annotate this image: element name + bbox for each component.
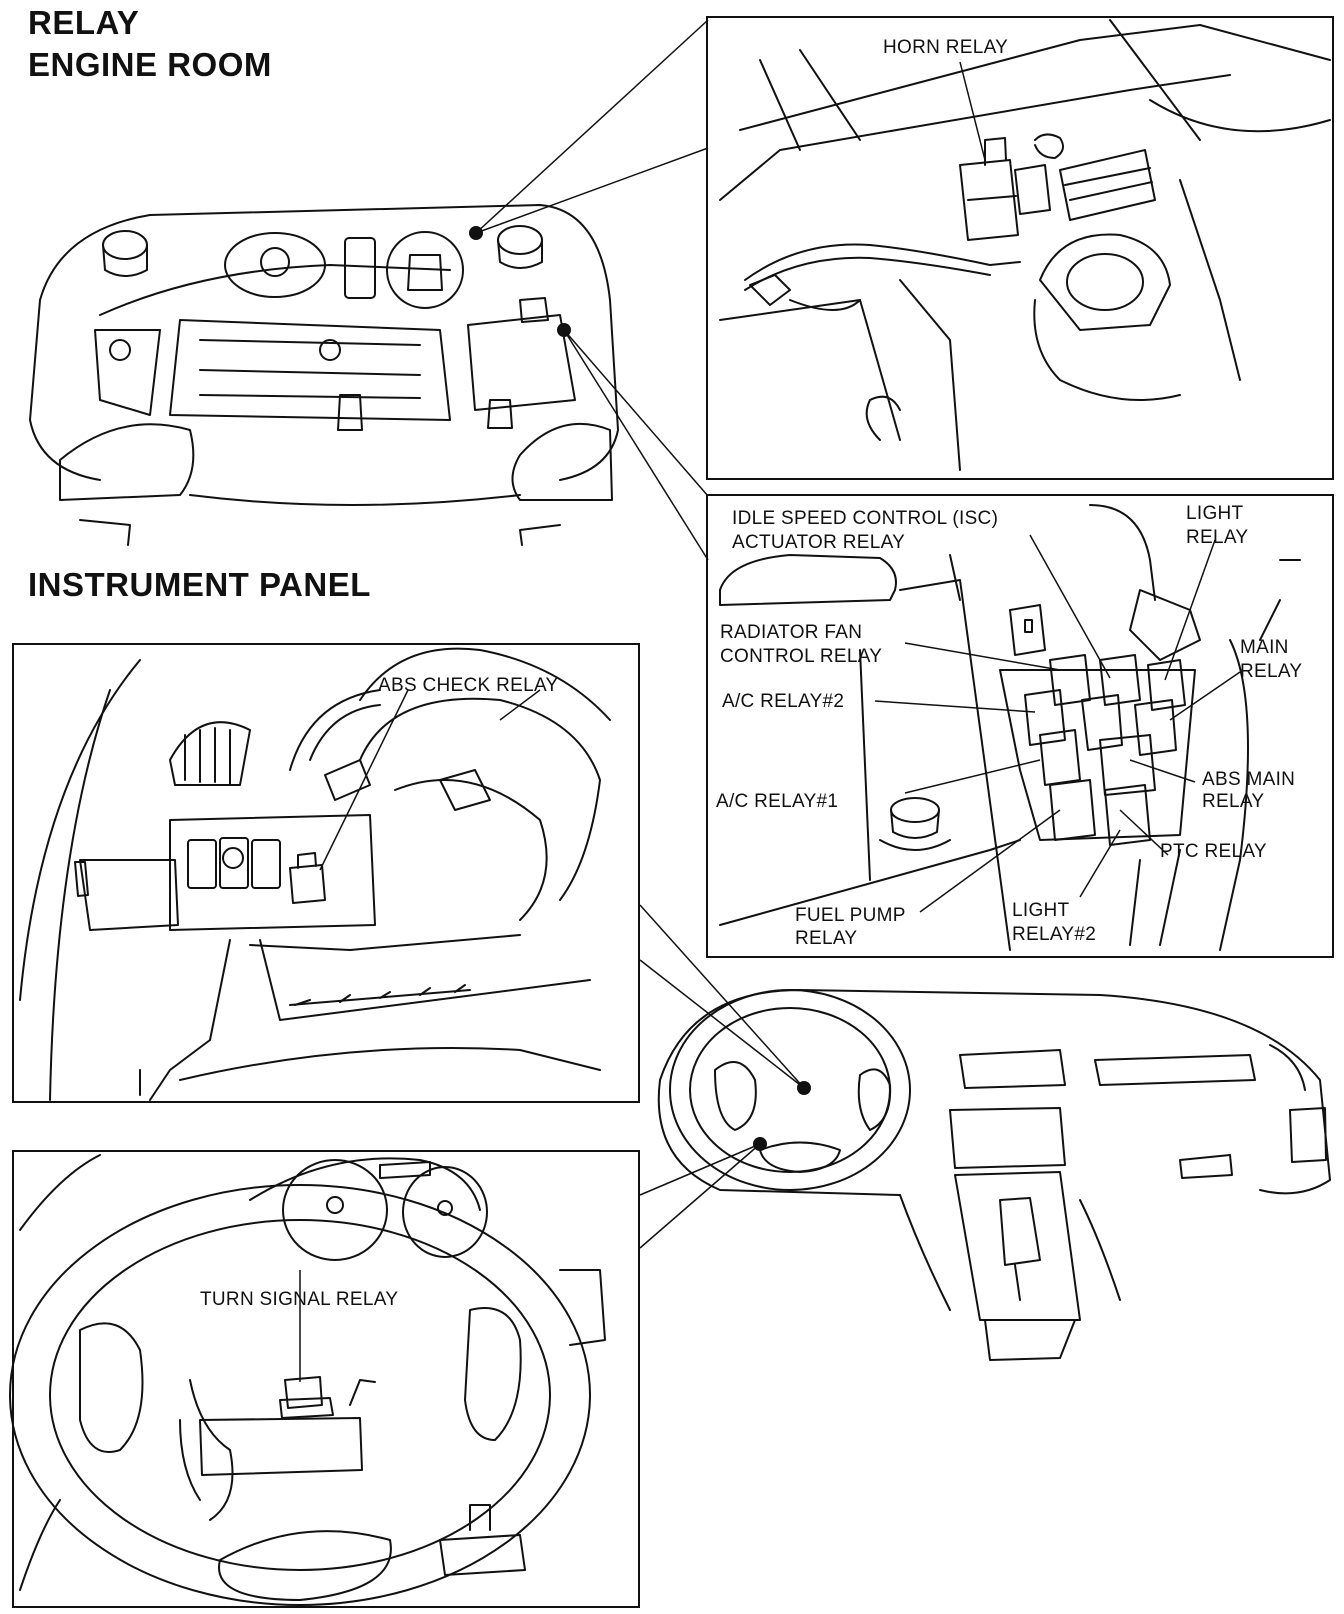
horn-relay-illustration: [719, 19, 1331, 471]
relay-box-illustration: [719, 504, 1301, 951]
abs-check-relay-illustration: [19, 647, 611, 1101]
label-fuel-pump-line2: RELAY: [795, 928, 858, 949]
label-main-relay-line2: RELAY: [1240, 661, 1303, 682]
label-main-relay-line1: MAIN: [1240, 637, 1289, 658]
heading-relay: RELAY: [28, 4, 140, 41]
label-fuel-pump-line1: FUEL PUMP: [795, 905, 906, 926]
label-turn-signal-relay: TURN SIGNAL RELAY: [200, 1289, 399, 1310]
label-ptc-relay: PTC RELAY: [1160, 841, 1267, 862]
heading-engine-room: ENGINE ROOM: [28, 46, 272, 83]
label-isc-line1: IDLE SPEED CONTROL (ISC): [732, 508, 999, 529]
engine-relay-box-detail-panel: [706, 494, 1334, 958]
label-ac-relay-2: A/C RELAY#2: [722, 691, 845, 712]
label-light-relay2-line1: LIGHT: [1012, 900, 1070, 921]
label-light-relay2-line2: RELAY#2: [1012, 924, 1097, 945]
label-abs-check-relay: ABS CHECK RELAY: [378, 675, 559, 696]
label-isc-line2: ACTUATOR RELAY: [732, 532, 906, 553]
dashboard-illustration: [657, 989, 1331, 1361]
label-abs-main-line2: RELAY: [1202, 791, 1265, 812]
label-radiator-fan-line1: RADIATOR FAN: [720, 622, 863, 643]
label-light-relay-line1: LIGHT: [1186, 503, 1244, 524]
engine-room-illustration: [29, 204, 619, 546]
label-horn-relay: HORN RELAY: [883, 37, 1009, 58]
label-light-relay-line2: RELAY: [1186, 527, 1249, 548]
abs-check-relay-detail-panel: [12, 643, 640, 1103]
label-ac-relay-1: A/C RELAY#1: [716, 791, 839, 812]
heading-instrument-panel: INSTRUMENT PANEL: [28, 566, 371, 603]
label-radiator-fan-line2: CONTROL RELAY: [720, 646, 883, 667]
label-abs-main-line1: ABS MAIN: [1202, 769, 1296, 790]
horn-relay-detail-panel: [706, 16, 1334, 480]
turn-signal-relay-illustration: [9, 1154, 606, 1606]
